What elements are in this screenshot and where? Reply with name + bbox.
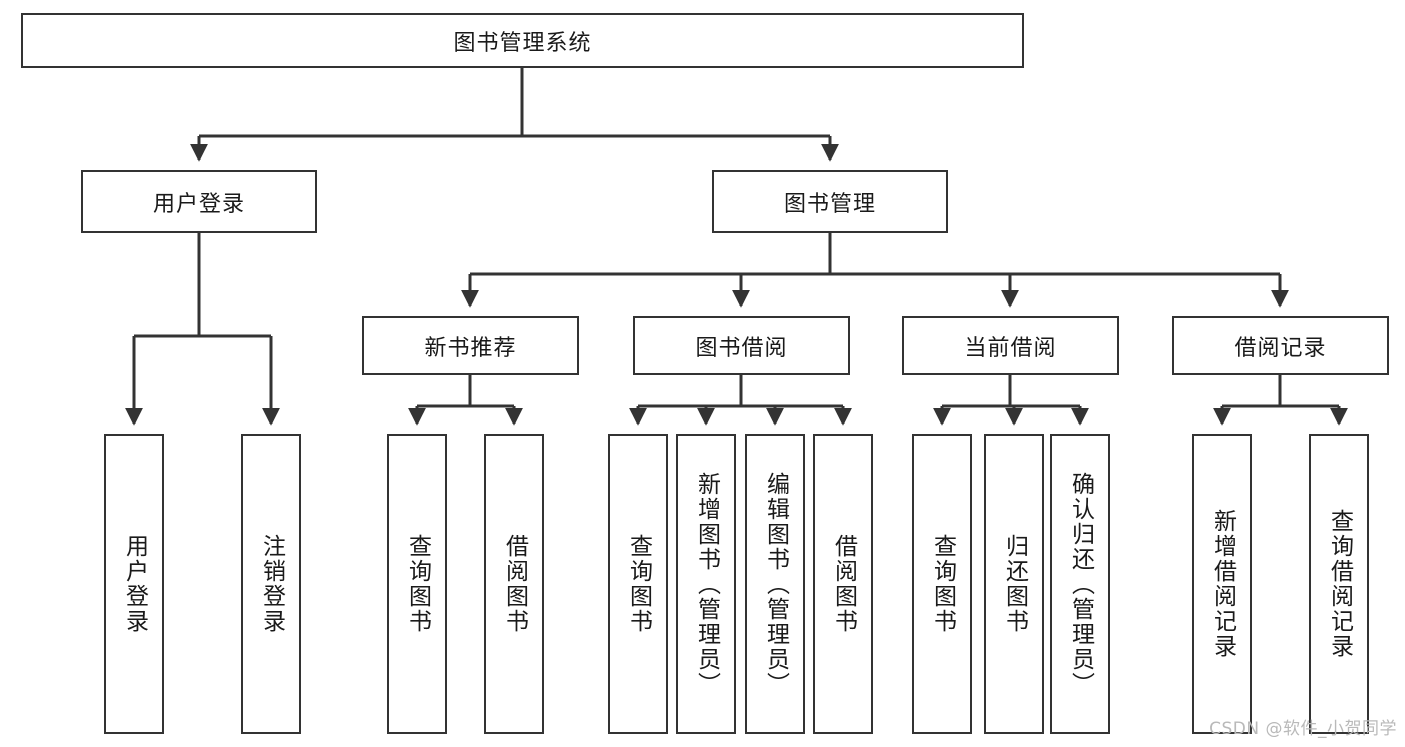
node-book-borrow[interactable]: 图书借阅 [633,316,850,375]
node-leaf-borrow-book-2[interactable]: 借阅图书 [813,434,873,734]
node-leaf-query-book-1-label: 查询图书 [404,534,431,634]
node-leaf-query-book-1[interactable]: 查询图书 [387,434,447,734]
node-leaf-query-book-2-label: 查询图书 [625,534,652,634]
node-leaf-borrow-book-2-label: 借阅图书 [830,534,857,634]
node-leaf-confirm-return-label: 确认归还（管理员） [1067,471,1094,697]
node-book-borrow-label: 图书借阅 [695,335,788,361]
node-leaf-confirm-return[interactable]: 确认归还（管理员） [1050,434,1110,734]
node-user-login[interactable]: 用户登录 [81,170,317,233]
node-leaf-query-book-3-label: 查询图书 [929,534,956,634]
node-leaf-query-book-3[interactable]: 查询图书 [912,434,972,734]
node-root-label: 图书管理系统 [453,30,592,56]
node-leaf-query-record[interactable]: 查询借阅记录 [1309,434,1369,734]
watermark-text: CSDN @软件_小贺同学 [1209,719,1397,739]
node-current-borrow-label: 当前借阅 [964,335,1057,361]
node-root[interactable]: 图书管理系统 [21,13,1024,68]
node-new-book-rec[interactable]: 新书推荐 [362,316,579,375]
node-leaf-query-book-2[interactable]: 查询图书 [608,434,668,734]
node-new-book-rec-label: 新书推荐 [424,335,517,361]
node-leaf-return-book-label: 归还图书 [1001,534,1028,634]
node-leaf-borrow-book-1-label: 借阅图书 [501,534,528,634]
node-leaf-return-book[interactable]: 归还图书 [984,434,1044,734]
node-leaf-edit-book-label: 编辑图书（管理员） [762,471,789,697]
node-leaf-borrow-book-1[interactable]: 借阅图书 [484,434,544,734]
node-leaf-query-record-label: 查询借阅记录 [1326,509,1353,659]
node-leaf-add-book[interactable]: 新增图书（管理员） [676,434,736,734]
node-leaf-add-book-label: 新增图书（管理员） [693,471,720,697]
node-user-login-label: 用户登录 [152,191,245,217]
node-leaf-user-login[interactable]: 用户登录 [104,434,164,734]
node-current-borrow[interactable]: 当前借阅 [902,316,1119,375]
node-book-manage[interactable]: 图书管理 [712,170,948,233]
node-leaf-add-record-label: 新增借阅记录 [1209,509,1236,659]
node-borrow-record[interactable]: 借阅记录 [1172,316,1389,375]
node-leaf-logout-label: 注销登录 [258,534,285,634]
node-borrow-record-label: 借阅记录 [1234,335,1327,361]
node-leaf-add-record[interactable]: 新增借阅记录 [1192,434,1252,734]
node-leaf-edit-book[interactable]: 编辑图书（管理员） [745,434,805,734]
node-leaf-user-login-label: 用户登录 [121,534,148,634]
node-book-manage-label: 图书管理 [783,191,876,217]
node-leaf-logout[interactable]: 注销登录 [241,434,301,734]
